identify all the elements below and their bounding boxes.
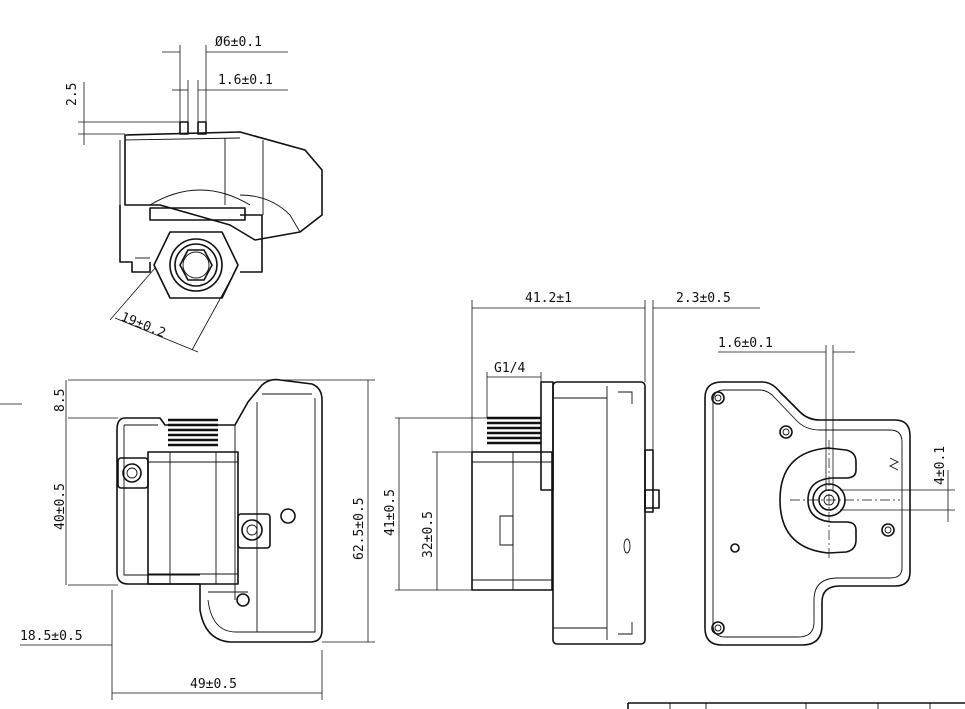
dim-front-offset: 18.5±0.5 [20,629,83,644]
front-thread [168,418,218,447]
dim-top-diameter: Ø6±0.1 [215,35,262,50]
front-view: 8.5 40±0.5 62.5±0.5 18.5±0.5 49±0.5 [0,378,375,700]
dim-side-depth: 41.2±1 [525,291,572,306]
title-block [627,702,965,709]
dim-front-width: 49±0.5 [190,677,237,692]
dim-side-lower: 32±0.5 [421,511,436,558]
dim-front-body: 40±0.5 [53,483,68,530]
side-view: 41.2±1 2.3±0.5 G1/4 41±0.5 32±0.5 [383,291,760,645]
dim-rear-shaft: 4±0.1 [933,446,948,485]
dim-top-height: 2.5 [65,83,80,106]
dim-front-top: 8.5 [53,389,68,412]
top-view: Ø6±0.1 1.6±0.1 2.5 19±0.2 [65,35,323,353]
dim-side-height: 41±0.5 [383,489,398,536]
side-thread [487,416,541,445]
dim-top-hex: 19±0.2 [119,310,168,342]
dim-side-flange: 2.3±0.5 [676,291,731,306]
rear-view: 1.6±0.1 4±0.1 [704,336,955,646]
dim-side-thread: G1/4 [494,361,525,376]
dim-top-pin: 1.6±0.1 [218,73,273,88]
dim-front-total-height: 62.5±0.5 [352,497,367,560]
dim-rear-pin: 1.6±0.1 [718,336,773,351]
